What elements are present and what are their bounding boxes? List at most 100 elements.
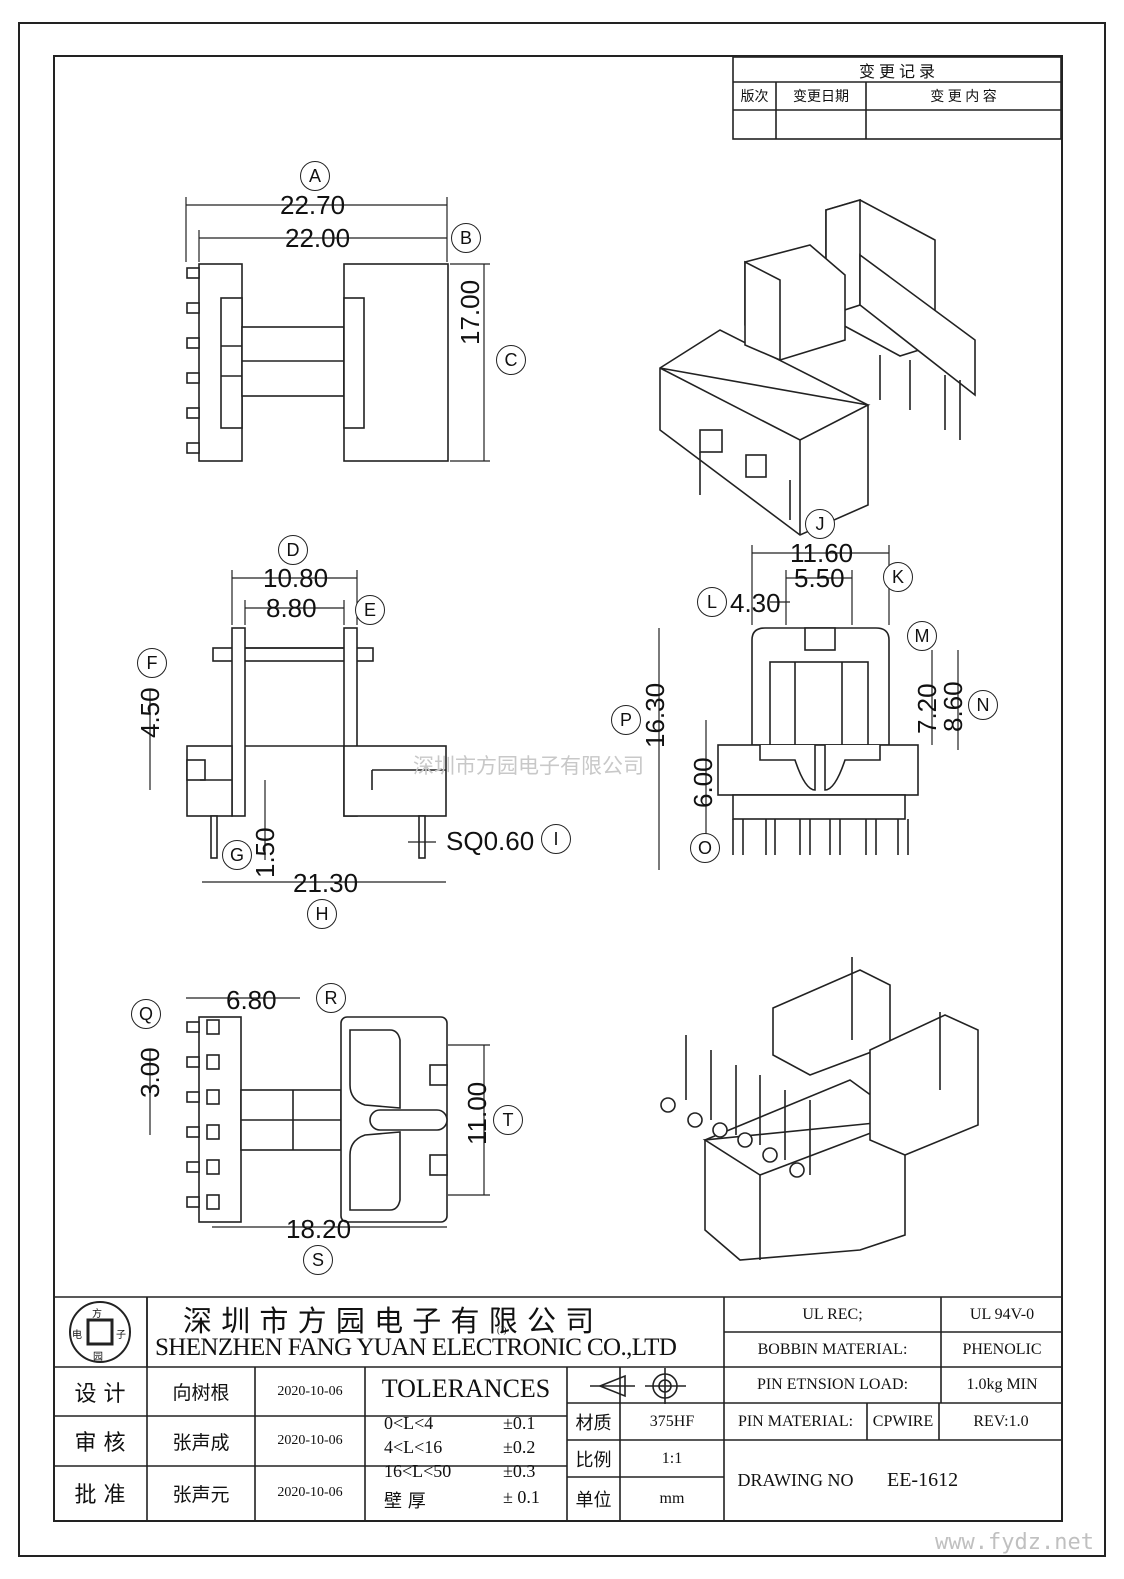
dim-T: 11.00 (462, 1081, 492, 1145)
tol-range-3: 16<L<50 (384, 1461, 452, 1481)
tol-value-1: ±0.1 (503, 1413, 536, 1433)
reference-bubble-T: T (493, 1105, 523, 1135)
pin-load-value: 1.0kg MIN (966, 1376, 1038, 1393)
tolerances-title: TOLERANCES (381, 1374, 551, 1403)
reference-bubble-G: G (222, 840, 252, 870)
drawing-no-label: DRAWING NO (737, 1469, 854, 1490)
company-logo (69, 1301, 131, 1363)
material-label: 材质 (575, 1412, 612, 1434)
pin-material-value: CPWIRE (872, 1412, 934, 1430)
dim-Q: 3.00 (135, 1047, 165, 1098)
company-name-cn: 深 圳 市 方 园 电 子 有 限 公 司 (183, 1304, 595, 1338)
dim-O: 6.00 (688, 757, 718, 808)
reference-bubble-H: H (307, 899, 337, 929)
front-view-dims (658, 545, 959, 870)
tol-range-1: 0<L<4 (384, 1413, 434, 1433)
revision-col-content: 变 更 内 容 (930, 90, 997, 105)
drawing-border-inner (53, 55, 1063, 1522)
reference-bubble-R: R (316, 983, 346, 1013)
dim-J: 11.60 (790, 538, 854, 568)
dim-L: 4.30 (730, 588, 781, 618)
top-view (186, 263, 449, 462)
revision-title: 变 更 记 录 (858, 63, 935, 81)
reference-bubble-Q: Q (131, 999, 161, 1029)
date-review: 2020-10-06 (277, 1433, 343, 1448)
isometric-view-bottom (660, 957, 979, 1261)
company-mark: (J) (497, 1325, 507, 1335)
reference-bubble-C: C (496, 345, 526, 375)
unit-label: 单位 (575, 1489, 612, 1511)
drawing-no-value: EE-1612 (887, 1468, 959, 1491)
dim-S: 18.20 (286, 1214, 352, 1244)
tol-range-2: 4<L<16 (384, 1437, 443, 1457)
company-name-en: SHENZHEN FANG YUAN ELECTRONIC CO.,LTD (155, 1334, 677, 1361)
pin-material-label: PIN MATERIAL: (737, 1412, 854, 1430)
name-review: 张声成 (172, 1431, 230, 1454)
date-design: 2020-10-06 (277, 1383, 343, 1399)
side-view (186, 627, 447, 859)
reference-bubble-M: M (907, 621, 937, 651)
dim-H: 21.30 (293, 868, 359, 898)
tol-value-4: ± 0.1 (503, 1487, 540, 1507)
side-view-dims (149, 570, 446, 883)
reference-bubble-P: P (611, 705, 641, 735)
dim-G: 1.50 (250, 827, 280, 878)
bottom-view-dims (149, 997, 490, 1228)
revision-col-version: 版次 (740, 90, 769, 105)
logo-char-bottom: 园 (93, 1352, 103, 1363)
reference-bubble-S: S (303, 1245, 333, 1275)
dim-C: 17.00 (455, 279, 485, 345)
dim-N: 8.60 (938, 681, 968, 732)
dim-B: 22.00 (285, 223, 351, 253)
role-review: 审 核 (74, 1431, 126, 1456)
watermark: 深圳市方园电子有限公司 (413, 754, 644, 778)
dim-F: 4.50 (135, 687, 165, 738)
reference-bubble-N: N (968, 690, 998, 720)
scale-label: 比例 (575, 1449, 612, 1471)
date-approve: 2020-10-06 (277, 1485, 343, 1500)
role-approve: 批 准 (74, 1483, 126, 1508)
reference-bubble-F: F (137, 648, 167, 678)
drawing-border-outer (18, 22, 1106, 1557)
scale-value: 1:1 (661, 1449, 683, 1467)
reference-bubble-L: L (697, 587, 727, 617)
revision-table (732, 56, 1062, 140)
title-block-grid (53, 1296, 1063, 1520)
reference-bubble-O: O (690, 833, 720, 863)
name-design: 向树根 (172, 1382, 230, 1404)
revision-col-date: 变更日期 (793, 90, 849, 105)
tol-value-2: ±0.2 (503, 1437, 536, 1457)
dim-D: 10.80 (263, 563, 329, 593)
dim-E: 8.80 (266, 593, 317, 623)
reference-bubble-I: I (541, 824, 571, 854)
dim-R: 6.80 (226, 985, 277, 1015)
unit-value: mm (659, 1489, 685, 1507)
bottom-view (186, 1016, 448, 1223)
isometric-view-top (659, 198, 976, 536)
logo-char-left: 电 (72, 1330, 82, 1341)
reference-bubble-D: D (278, 535, 308, 565)
bobbin-material-label: BOBBIN MATERIAL: (757, 1340, 908, 1358)
ul-rec-label: UL REC; (802, 1305, 863, 1323)
dim-A: 22.70 (280, 190, 346, 220)
revision-value: REV:1.0 (973, 1412, 1029, 1430)
logo-char-top: 方 (92, 1309, 102, 1320)
reference-bubble-B: B (451, 223, 481, 253)
tol-range-4: 壁 厚 (384, 1491, 426, 1512)
top-view-dims (185, 197, 490, 462)
material-value: 375HF (649, 1412, 695, 1430)
reference-bubble-J: J (805, 509, 835, 539)
projection-symbol-icon (590, 1368, 686, 1404)
dim-I: SQ0.60 (446, 826, 535, 856)
logo-char-right: 子 (116, 1330, 126, 1341)
reference-bubble-E: E (355, 595, 385, 625)
role-design: 设 计 (74, 1381, 126, 1407)
front-view (717, 627, 919, 855)
name-approve: 张声元 (172, 1483, 230, 1506)
bobbin-material-value: PHENOLIC (962, 1340, 1042, 1358)
website-watermark: www.fydz.net (935, 1530, 1094, 1555)
tol-value-3: ±0.3 (503, 1461, 536, 1481)
pin-load-label: PIN ETNSION LOAD: (756, 1376, 909, 1393)
dim-K: 5.50 (794, 563, 845, 593)
